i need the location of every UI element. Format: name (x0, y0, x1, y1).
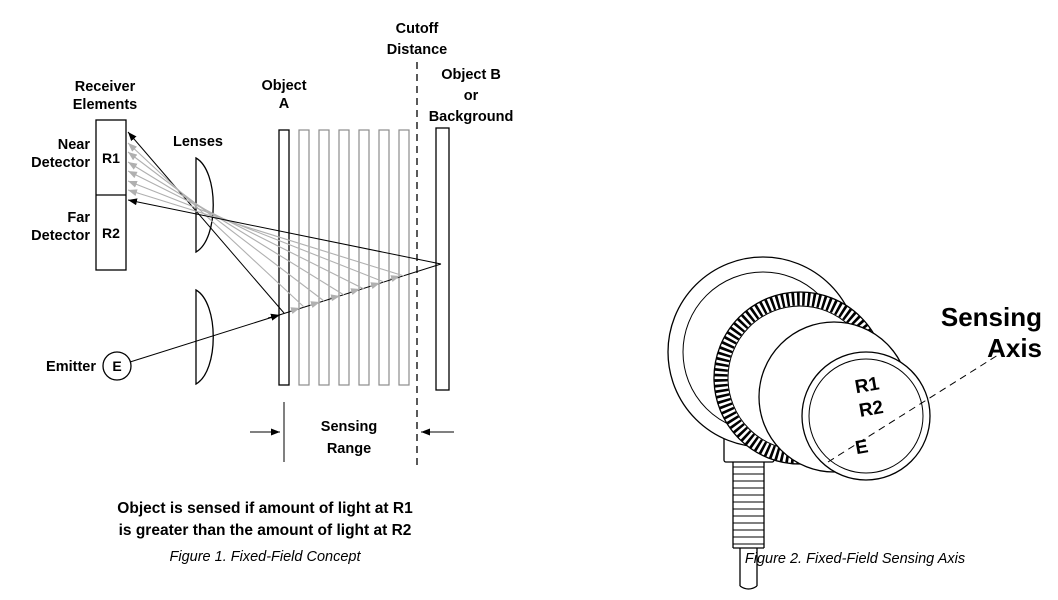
object-b-bar (435, 127, 450, 391)
receiver-lens (195, 156, 214, 254)
sensing-range-label-line1: Sensing (321, 419, 377, 435)
emitter-symbol: E (112, 358, 121, 374)
object-b-label-line2: or (464, 88, 479, 104)
object-a-ghost-bar (318, 129, 330, 386)
object-a-ghost-bar (378, 129, 390, 386)
object-a-label-line2: A (279, 96, 290, 112)
receiver-elements-label-line1: Receiver (75, 79, 136, 95)
figure2-diagram: R1 R2 E Sensing Axis Figure 2. Fixed-Fie… (667, 256, 1042, 590)
sensor-face (801, 351, 931, 481)
receiver-elements-label-line2: Elements (73, 97, 137, 113)
sensor-face-labels: R1 R2 E (853, 373, 886, 459)
sensing-axis-label-line1: Sensing (941, 302, 1042, 332)
background-ray (127, 198, 442, 265)
lens-shapes (195, 156, 214, 386)
near-detector-label-line2: Detector (31, 155, 90, 171)
sensing-axis-line (827, 354, 999, 463)
emitted-beam (129, 263, 442, 363)
sensing-axis-label-line2: Axis (987, 333, 1042, 363)
near-detector-label-line1: Near (58, 137, 91, 153)
cutoff-distance-label-line1: Cutoff (396, 21, 439, 37)
sensor-body: R1 R2 E (667, 256, 931, 481)
cable-end (739, 585, 758, 590)
figure1-note-line2: is greater than the amount of light at R… (119, 522, 412, 539)
face-r1-label: R1 (853, 373, 881, 398)
cutoff-distance-label-line2: Distance (387, 42, 447, 58)
figure1-caption: Figure 1. Fixed-Field Concept (170, 549, 362, 565)
far-detector-label-line2: Detector (31, 228, 90, 244)
near-object-ray (127, 131, 285, 314)
sensing-range-label-line2: Range (327, 441, 371, 457)
object-a-ghost-bar (298, 129, 310, 386)
object-b-label-line1: Object B (441, 67, 501, 83)
receiver-box: R1 R2 (95, 119, 127, 271)
figure2-caption: Figure 2. Fixed-Field Sensing Axis (745, 551, 965, 567)
figure1-diagram: Receiver Elements Near Detector Far Dete… (31, 21, 513, 565)
figure1-note-line1: Object is sensed if amount of light at R… (117, 500, 413, 517)
emitter-circle (102, 351, 132, 381)
receiver-r2-label: R2 (102, 225, 120, 241)
reflected-rays (127, 131, 442, 314)
emitter-label: Emitter (46, 359, 96, 375)
sensor-face-inner-ring (808, 358, 924, 474)
face-e-label: E (854, 436, 870, 459)
far-detector-label-line1: Far (67, 210, 90, 226)
face-r2-label: R2 (858, 397, 886, 422)
receiver-r1-label: R1 (102, 150, 120, 166)
object-a-ghost-bar (358, 129, 370, 386)
object-a-label-line1: Object (261, 78, 306, 94)
lenses-label: Lenses (173, 134, 223, 150)
sensing-range-dimension: Sensing Range (250, 402, 454, 462)
object-b-label-line3: Background (429, 109, 514, 125)
emitter-lens (195, 288, 214, 386)
